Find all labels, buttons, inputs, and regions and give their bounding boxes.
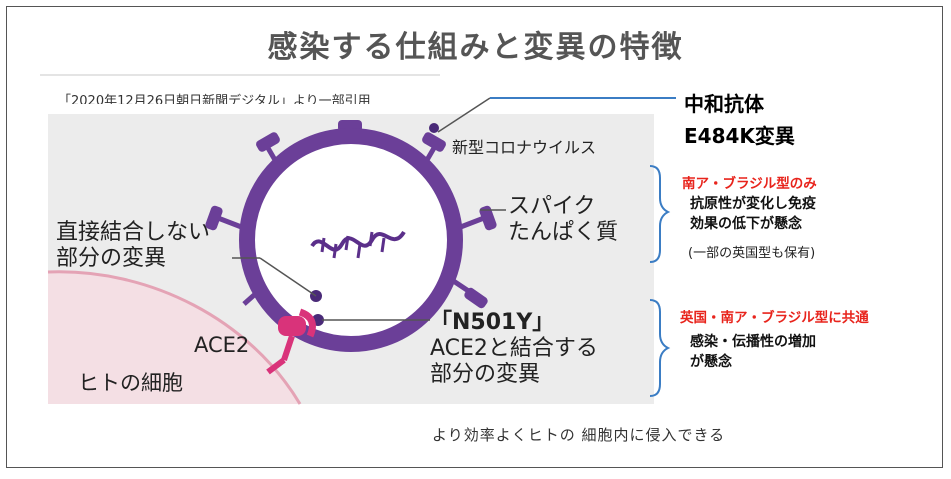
rna-strand xyxy=(310,230,406,252)
antibody-label: 中和抗体 xyxy=(684,92,764,116)
spike-line-2: たんぱく質 xyxy=(508,220,619,245)
group2-heading: 英国・南ア・ブラジル型に共通 xyxy=(680,310,869,326)
e484k-marker xyxy=(429,123,439,133)
direct-line-1: 直接結合しない xyxy=(56,220,211,245)
group2-line-2: が懸念 xyxy=(690,354,732,370)
cell-membrane xyxy=(47,270,302,405)
connector-lines xyxy=(232,97,676,321)
footer-note: より効率よくヒトの 細胞内に侵入できる xyxy=(432,426,726,444)
group2-line-1: 感染・伝播性の増加 xyxy=(690,334,816,350)
group1-line-2: 効果の低下が懸念 xyxy=(690,216,802,232)
group1-note: 抗原性が変化し免疫 効果の低下が懸念 xyxy=(690,194,816,234)
spike-protein-label: スパイク たんぱく質 xyxy=(508,194,618,246)
direct-mutation-label: 直接結合しない 部分の変異 xyxy=(56,220,210,272)
direct-line-2: 部分の変異 xyxy=(56,246,167,271)
rna-ticks xyxy=(320,231,386,259)
n501y-line-2: ACE2と結合する xyxy=(430,336,598,361)
bracket-group2 xyxy=(649,299,671,397)
ace2-label: ACE2 xyxy=(194,333,250,357)
n501y-line-3: 部分の変異 xyxy=(430,362,541,387)
divider xyxy=(40,74,440,76)
group1-heading: 南ア・ブラジル型のみ xyxy=(682,176,817,192)
group2-note: 感染・伝播性の増加 が懸念 xyxy=(690,332,816,372)
e484k-label: E484K変異 xyxy=(684,124,795,148)
group1-line-1: 抗原性が変化し免疫 xyxy=(690,196,816,212)
ace2-receptor xyxy=(266,308,316,375)
slide-title: 感染する仕組みと変異の特徴 xyxy=(267,30,684,65)
n501y-label: 「N501Y」 ACE2と結合する 部分の変異 xyxy=(430,310,598,388)
human-cell xyxy=(48,271,300,404)
group1-subnote: (一部の英国型も保有) xyxy=(688,246,816,261)
spike-line-1: スパイク xyxy=(508,194,596,219)
cell-label: ヒトの細胞 xyxy=(78,371,183,395)
n501y-line-1: 「N501Y」 xyxy=(430,310,555,335)
bracket-group1 xyxy=(649,165,671,263)
virus-label: 新型コロナウイルス xyxy=(452,138,597,157)
